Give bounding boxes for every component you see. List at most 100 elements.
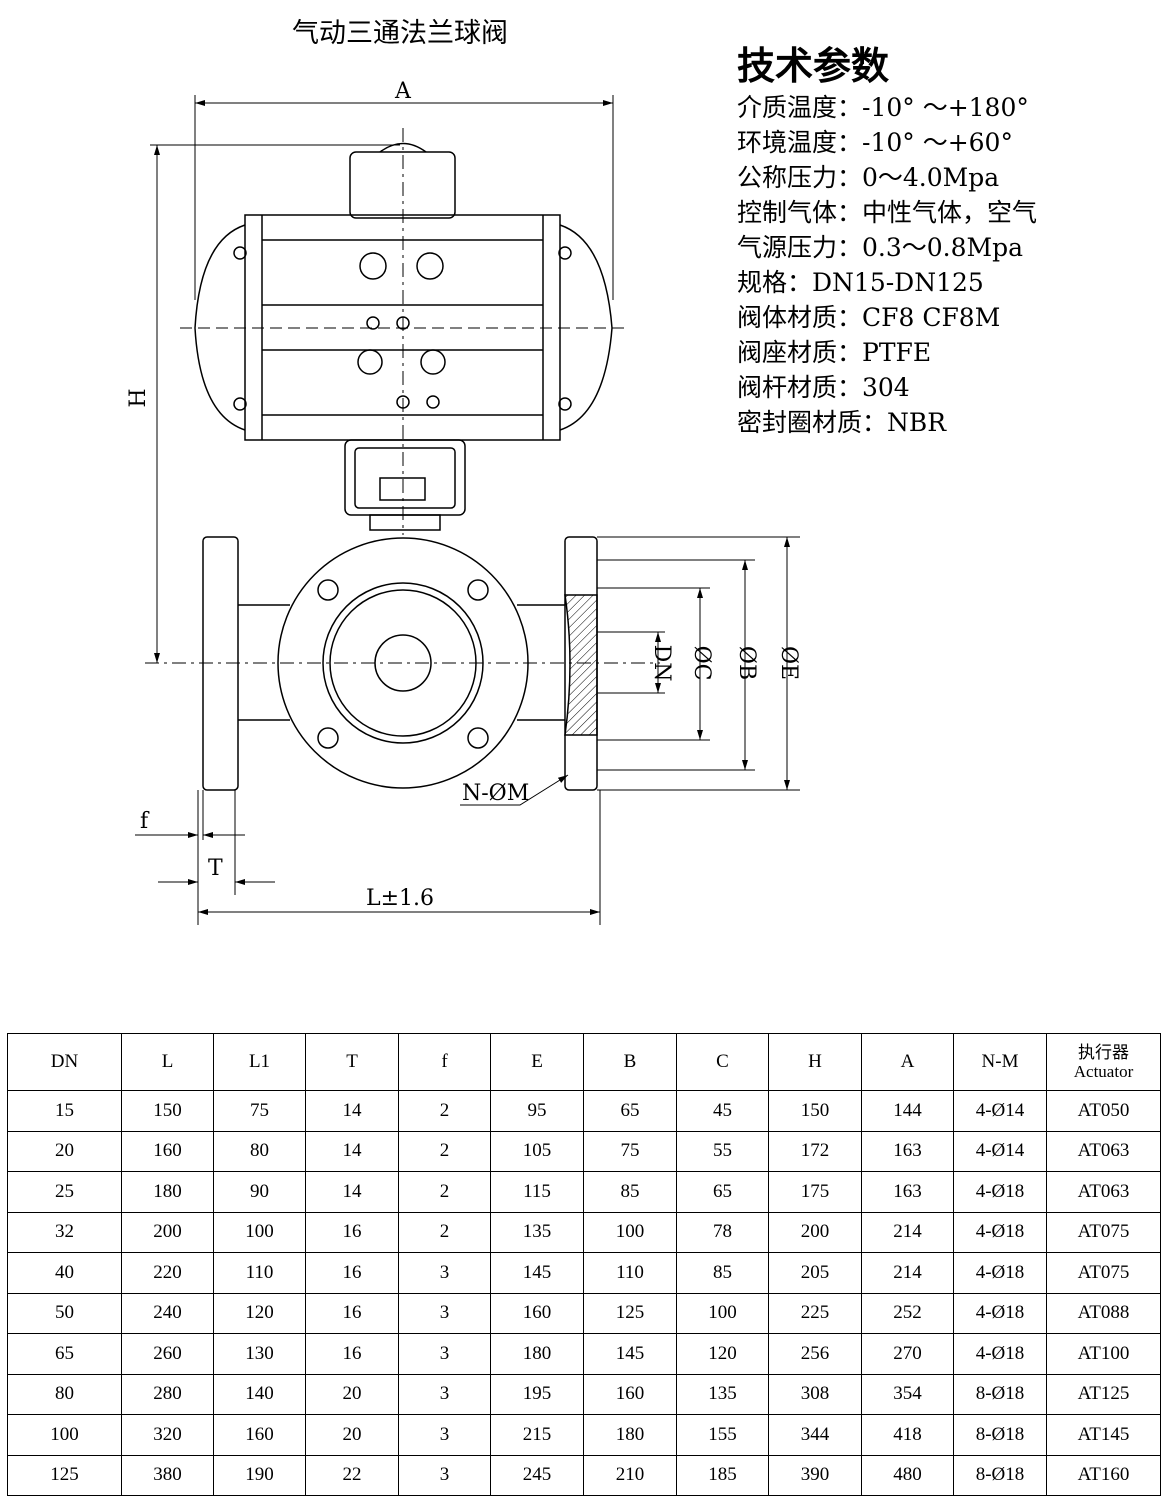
table-cell: 55 [676, 1130, 769, 1172]
table-cell: 160 [490, 1292, 584, 1334]
table-cell: 115 [490, 1171, 584, 1213]
table-cell: 225 [768, 1292, 862, 1334]
table-cell: AT088 [1046, 1292, 1161, 1334]
spec-line: 环境温度：-10° ～+60° [737, 128, 1013, 157]
table-cell: 8-Ø18 [953, 1373, 1047, 1415]
table-cell: 4-Ø18 [953, 1333, 1047, 1375]
drawing-title: 气动三通法兰球阀 [292, 18, 508, 49]
table-cell: 190 [213, 1454, 306, 1496]
table-cell: 200 [121, 1211, 214, 1253]
table-cell: 85 [676, 1252, 769, 1294]
spec-line: 公称压力：0～4.0Mpa [737, 163, 1000, 192]
dim-label-c: ØC [689, 646, 714, 681]
specs-heading: 技术参数 [737, 43, 890, 88]
table-cell: 150 [768, 1090, 862, 1132]
table-cell: 145 [490, 1252, 584, 1294]
table-cell: 14 [305, 1130, 399, 1172]
table-cell: 32 [7, 1211, 122, 1253]
column-header: B [583, 1033, 677, 1091]
table-cell: 140 [213, 1373, 306, 1415]
table-cell: 125 [583, 1292, 677, 1334]
table-cell: 135 [676, 1373, 769, 1415]
table-cell: 65 [676, 1171, 769, 1213]
dim-label-t: T [208, 856, 223, 881]
dim-label-l: L±1.6 [366, 886, 434, 911]
technical-specs: 技术参数 介质温度：-10° ～+180° 环境温度：-10° ～+60° 公称… [737, 42, 1037, 440]
spec-line: 阀体材质：CF8 CF8M [737, 303, 1001, 332]
table-cell: 3 [398, 1333, 491, 1375]
column-header: A [861, 1033, 954, 1091]
spec-line: 密封圈材质：NBR [737, 408, 947, 437]
table-cell: 205 [768, 1252, 862, 1294]
table-cell: 75 [583, 1130, 677, 1172]
spec-line: 阀杆材质：304 [737, 373, 910, 402]
table-cell: 120 [676, 1333, 769, 1375]
table-cell: 3 [398, 1373, 491, 1415]
table-cell: 95 [490, 1090, 584, 1132]
table-cell: AT145 [1046, 1414, 1161, 1456]
table-cell: 4-Ø14 [953, 1130, 1047, 1172]
table-cell: 78 [676, 1211, 769, 1253]
table-cell: 480 [861, 1454, 954, 1496]
table-cell: AT075 [1046, 1252, 1161, 1294]
spec-line: 气源压力：0.3～0.8Mpa [737, 233, 1024, 262]
table-cell: 16 [305, 1211, 399, 1253]
table-cell: 80 [7, 1373, 122, 1415]
table-cell: 308 [768, 1373, 862, 1415]
table-cell: 214 [861, 1252, 954, 1294]
dim-label-b: ØB [734, 646, 759, 680]
table-cell: 2 [398, 1211, 491, 1253]
table-cell: 15 [7, 1090, 122, 1132]
dimension-lines [135, 95, 800, 925]
table-cell: 160 [583, 1373, 677, 1415]
table-cell: 252 [861, 1292, 954, 1334]
table-cell: 145 [583, 1333, 677, 1375]
table-cell: 45 [676, 1090, 769, 1132]
table-cell: 4-Ø14 [953, 1090, 1047, 1132]
column-header: T [305, 1033, 399, 1091]
spec-line: 介质温度：-10° ～+180° [737, 93, 1029, 122]
valve-body [145, 536, 660, 791]
table-cell: 40 [7, 1252, 122, 1294]
dim-label-nm: N-ØM [462, 781, 529, 806]
table-cell: 390 [768, 1454, 862, 1496]
column-header: f [398, 1033, 491, 1091]
actuator-header-cn: 执行器 [1078, 1043, 1129, 1062]
table-cell: 22 [305, 1454, 399, 1496]
table-cell: 14 [305, 1171, 399, 1213]
column-header: DN [7, 1033, 122, 1091]
column-header: L [121, 1033, 214, 1091]
table-cell: 150 [121, 1090, 214, 1132]
table-cell: 214 [861, 1211, 954, 1253]
table-cell: 20 [305, 1414, 399, 1456]
table-cell: AT125 [1046, 1373, 1161, 1415]
table-cell: 110 [213, 1252, 306, 1294]
table-cell: 260 [121, 1333, 214, 1375]
table-cell: 80 [213, 1130, 306, 1172]
table-cell: 144 [861, 1090, 954, 1132]
table-cell: 100 [213, 1211, 306, 1253]
table-cell: 50 [7, 1292, 122, 1334]
table-cell: 195 [490, 1373, 584, 1415]
column-header: H [768, 1033, 862, 1091]
table-cell: 380 [121, 1454, 214, 1496]
table-cell: 120 [213, 1292, 306, 1334]
table-cell: 354 [861, 1373, 954, 1415]
table-cell: 270 [861, 1333, 954, 1375]
table-cell: 105 [490, 1130, 584, 1172]
table-cell: 110 [583, 1252, 677, 1294]
table-cell: 240 [121, 1292, 214, 1334]
table-cell: 75 [213, 1090, 306, 1132]
table-cell: 4-Ø18 [953, 1252, 1047, 1294]
column-header: N-M [953, 1033, 1047, 1091]
column-header: C [676, 1033, 769, 1091]
table-cell: 172 [768, 1130, 862, 1172]
